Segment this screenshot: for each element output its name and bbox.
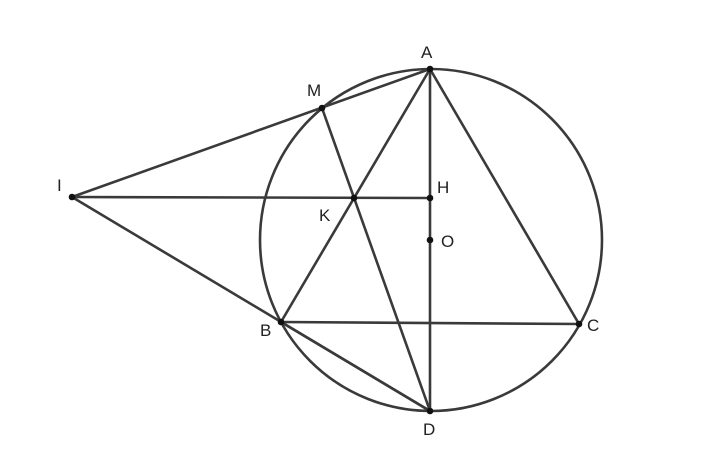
label-c: C <box>587 316 599 335</box>
segment-ih <box>70 195 432 200</box>
segment-ac <box>428 67 581 326</box>
point-h <box>426 194 434 202</box>
point-k <box>350 194 358 202</box>
label-m: M <box>307 81 321 100</box>
label-b: B <box>260 321 271 340</box>
point-c <box>575 320 583 328</box>
label-a: A <box>421 43 433 62</box>
point-m <box>318 104 326 112</box>
point-o <box>426 236 434 244</box>
segment-bc <box>279 320 581 326</box>
point-a <box>426 65 434 73</box>
label-i: I <box>57 176 62 195</box>
point-b <box>277 318 285 326</box>
label-d: D <box>423 420 435 439</box>
label-o: O <box>441 232 454 251</box>
label-k: K <box>319 206 331 225</box>
point-d <box>426 407 434 415</box>
segment-ia <box>70 67 432 199</box>
segment-md <box>320 106 432 413</box>
point-i <box>68 193 76 201</box>
segment-bd <box>279 320 432 413</box>
label-h: H <box>437 178 449 197</box>
